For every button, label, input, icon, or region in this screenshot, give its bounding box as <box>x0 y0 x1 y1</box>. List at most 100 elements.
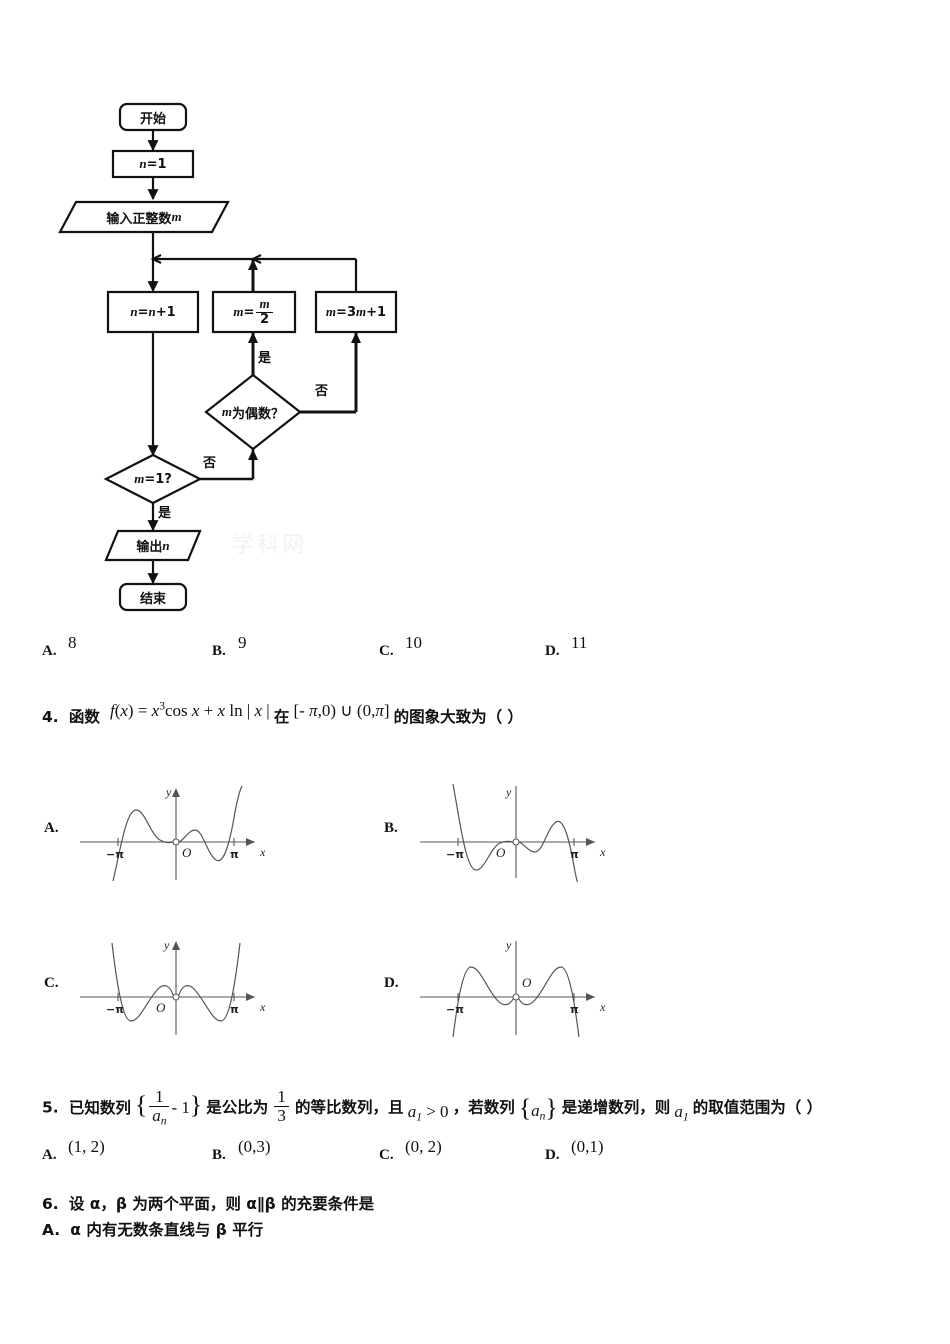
q5-option-a-letter: A. <box>42 1147 57 1163</box>
option-b-value: 9 <box>238 633 247 652</box>
question4-option-b[interactable]: B. −π O π x y <box>384 782 634 882</box>
question6-option-a[interactable]: A. α 内有无数条直线与 β 平行 <box>42 1218 922 1240</box>
q5-option-a[interactable]: A. (1, 2) <box>42 1137 212 1164</box>
q5-option-b[interactable]: B. (0,3) <box>212 1137 382 1164</box>
flowchart-svg <box>58 102 398 612</box>
svg-text:−π: −π <box>106 1003 124 1016</box>
question5-part4: ，若数列 <box>452 1098 515 1117</box>
node-triple <box>314 290 398 334</box>
question4-option-c[interactable]: C. −π O π x y <box>44 937 294 1037</box>
ratio-num: 1 <box>277 1087 286 1106</box>
graph-a: −π O π x y <box>80 785 266 882</box>
question4-number: 4. <box>42 708 59 726</box>
q5-option-d-letter: D. <box>545 1147 560 1163</box>
node-end <box>118 582 188 612</box>
question5-number: 5. <box>42 1098 59 1117</box>
question5-sequence-set-2: {an} <box>518 1092 558 1123</box>
question6-text: 设 α，β 为两个平面，则 α∥β 的充要条件是 <box>68 1195 375 1213</box>
svg-text:y: y <box>505 785 512 799</box>
question5-part6: 的取值范围为（ ） <box>692 1098 823 1117</box>
svg-text:x: x <box>259 1000 266 1014</box>
svg-text:x: x <box>599 845 606 859</box>
option-b-letter: B. <box>212 643 226 659</box>
svg-text:y: y <box>163 938 170 952</box>
node-half <box>211 290 297 334</box>
question5-variable: a1 <box>674 1101 689 1124</box>
svg-text:x: x <box>599 1000 606 1014</box>
question4-option-b-letter: B. <box>384 820 398 836</box>
option-a-letter: A. <box>42 643 57 659</box>
question6-option-a-letter: A. <box>42 1221 61 1239</box>
edge-label-one-yes: 是 <box>158 506 172 521</box>
graph-c: −π O π x y <box>80 938 266 1035</box>
question4-lead: 函数 <box>68 708 100 726</box>
node-start <box>118 102 188 132</box>
q5-option-d-value: (0,1) <box>571 1137 604 1156</box>
svg-text:−π: −π <box>446 848 464 861</box>
node-output <box>104 529 202 562</box>
q5-option-d[interactable]: D. (0,1) <box>545 1137 715 1164</box>
question5-part2: 是公比为 <box>206 1098 269 1117</box>
question4-option-a[interactable]: A. −π O π x y <box>44 782 294 882</box>
question4-stem: 4. 函数 f(x) = x3cos x + x ln | x | 在 [- π… <box>42 700 922 727</box>
q5-option-b-value: (0,3) <box>238 1137 271 1156</box>
edge-label-even-yes: 是 <box>258 351 272 366</box>
option-c[interactable]: C. 10 <box>379 633 549 660</box>
question4-option-a-letter: A. <box>44 820 59 836</box>
question6-option-a-text: α 内有无数条直线与 β 平行 <box>70 1221 264 1239</box>
q5-option-c-letter: C. <box>379 1147 394 1163</box>
svg-text:O: O <box>496 845 506 860</box>
q5-option-b-letter: B. <box>212 1147 226 1163</box>
question5-part1: 已知数列 <box>68 1098 131 1117</box>
question5-part5: 是递增数列，则 <box>561 1098 671 1117</box>
option-d-letter: D. <box>545 643 560 659</box>
question4-option-d[interactable]: D. −π O π x y <box>384 937 634 1037</box>
option-a[interactable]: A. 8 <box>42 633 212 660</box>
svg-text:−π: −π <box>106 848 124 861</box>
node-is-one <box>103 453 203 505</box>
option-a-value: 8 <box>68 633 77 652</box>
svg-text:O: O <box>522 975 532 990</box>
q5-option-c-value: (0, 2) <box>405 1137 442 1156</box>
question5-options: A. (1, 2) B. (0,3) C. (0, 2) D. (0,1) <box>42 1137 942 1164</box>
ratio-den: 3 <box>274 1106 289 1125</box>
q5-option-a-value: (1, 2) <box>68 1137 105 1156</box>
node-is-even <box>204 373 302 451</box>
svg-text:π: π <box>570 1003 579 1016</box>
svg-text:π: π <box>230 1003 239 1016</box>
option-c-letter: C. <box>379 643 394 659</box>
edge-label-one-no: 否 <box>203 456 217 471</box>
q5-option-c[interactable]: C. (0, 2) <box>379 1137 549 1164</box>
question6-number: 6. <box>42 1195 59 1213</box>
svg-text:x: x <box>259 845 266 859</box>
watermark: 学科网 <box>232 533 308 558</box>
question4-option-c-letter: C. <box>44 975 59 991</box>
option-c-value: 10 <box>405 633 422 652</box>
graph-b: −π O π x y <box>420 783 606 882</box>
question4-option-d-letter: D. <box>384 975 399 991</box>
node-input <box>58 200 230 234</box>
option-d[interactable]: D. 11 <box>545 633 715 660</box>
svg-text:O: O <box>182 845 192 860</box>
edge-label-even-no: 否 <box>315 384 329 399</box>
svg-text:−π: −π <box>446 1003 464 1016</box>
option-d-value: 11 <box>571 633 588 652</box>
svg-text:O: O <box>156 1000 166 1015</box>
svg-text:y: y <box>505 938 512 952</box>
svg-text:y: y <box>165 785 172 799</box>
svg-text:π: π <box>230 848 239 861</box>
question3-options: A. 8 B. 9 C. 10 D. 11 <box>42 633 942 660</box>
question5-condition: a1 > 0 <box>407 1101 449 1124</box>
svg-text:π: π <box>570 848 579 861</box>
question4-formula: f(x) = x3cos x + x ln | x | <box>109 699 270 720</box>
question4-tail: 的图象大致为（ ） <box>393 708 524 726</box>
node-count <box>106 290 200 334</box>
question5-part3: 的等比数列，且 <box>295 1098 404 1117</box>
option-b[interactable]: B. 9 <box>212 633 382 660</box>
question6-stem: 6. 设 α，β 为两个平面，则 α∥β 的充要条件是 <box>42 1192 922 1214</box>
